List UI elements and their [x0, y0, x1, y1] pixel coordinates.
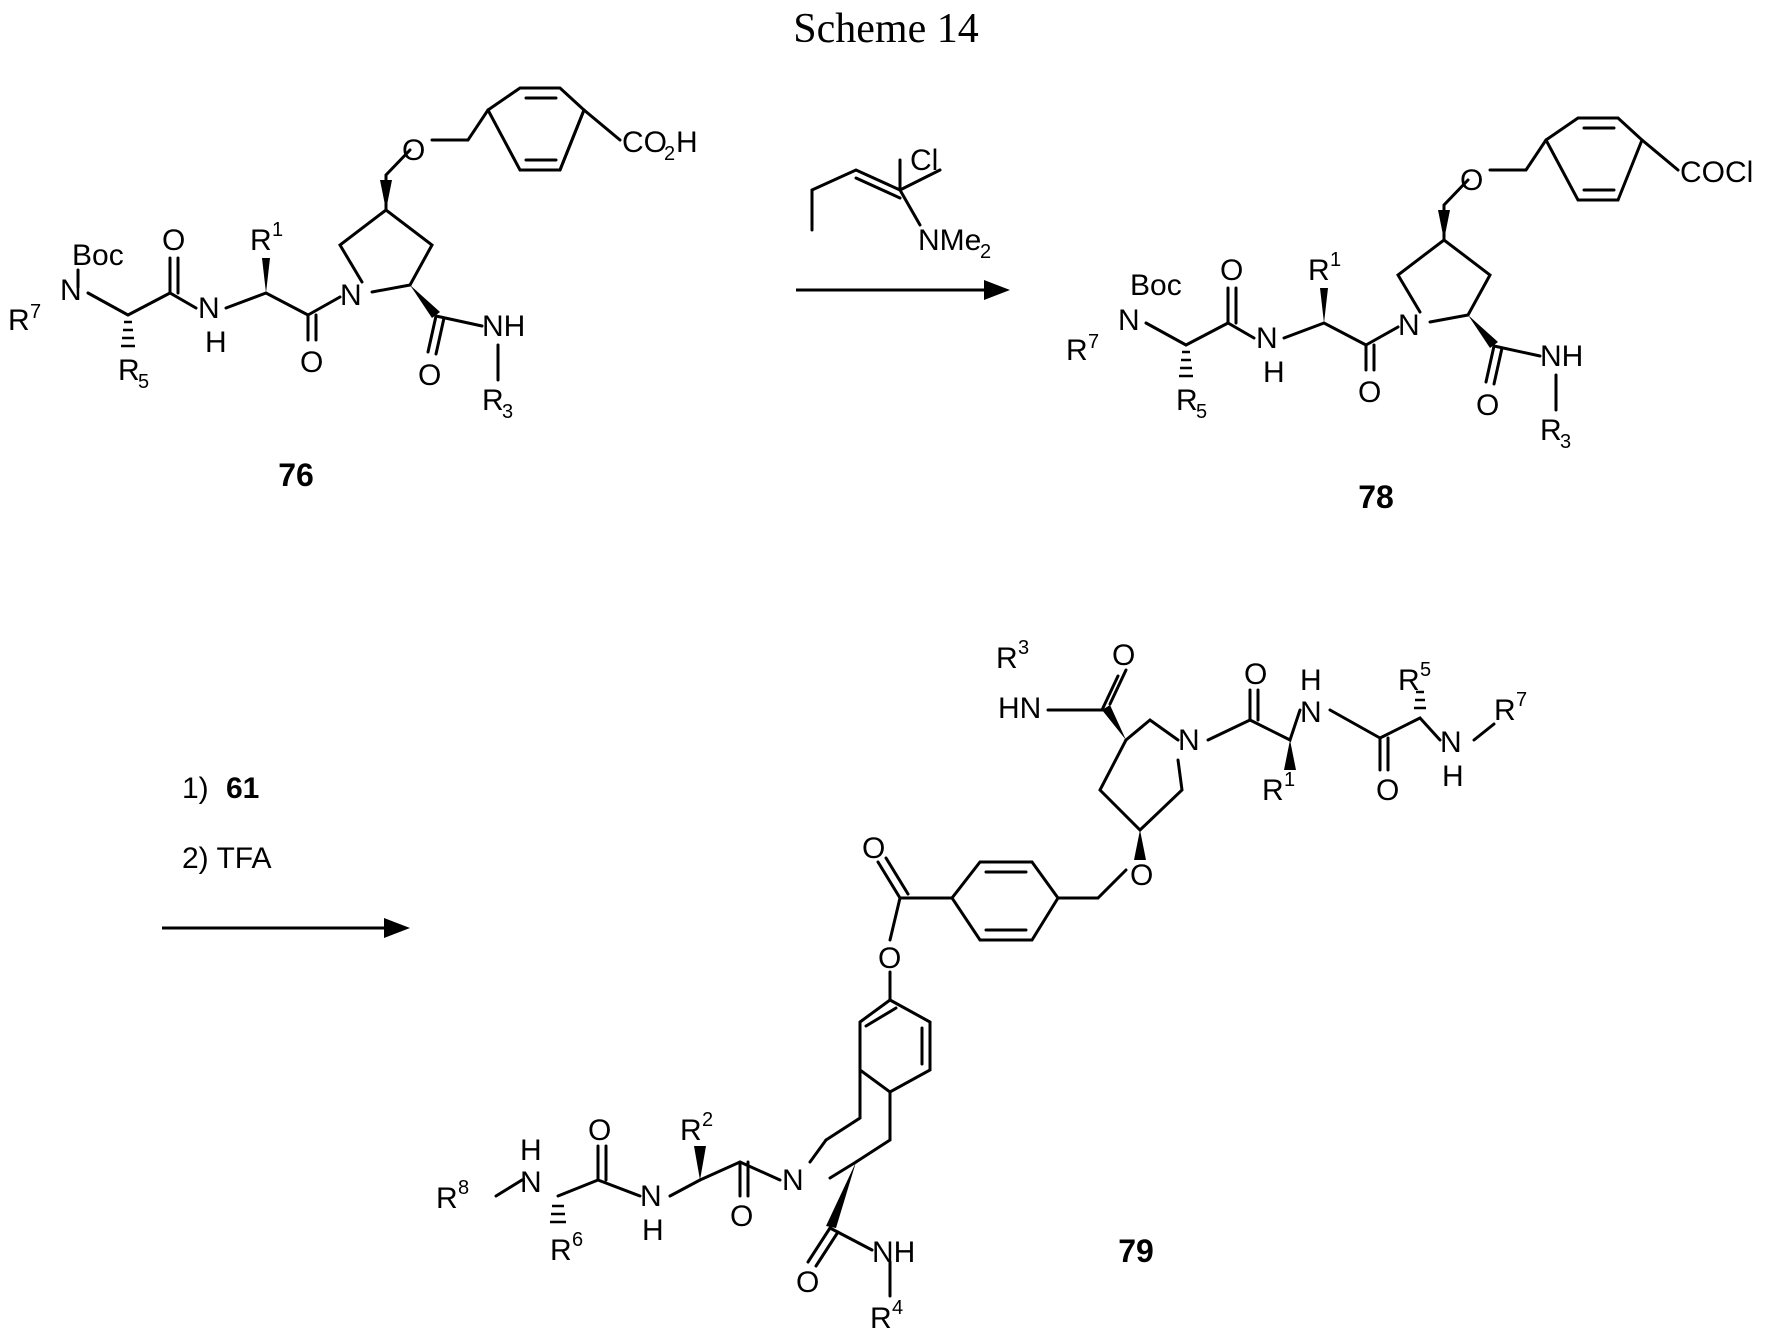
- svg-text:N: N: [1118, 304, 1140, 337]
- svg-text:R: R: [1176, 384, 1198, 417]
- svg-text:O: O: [1460, 164, 1483, 197]
- condition-step2: 2) TFA: [182, 842, 271, 875]
- svg-text:6: 6: [572, 1229, 583, 1251]
- r7-label: R: [8, 304, 30, 337]
- svg-text:O: O: [1220, 254, 1243, 287]
- svg-text:N: N: [1398, 309, 1420, 342]
- svg-text:O: O: [588, 1114, 611, 1147]
- svg-text:O: O: [418, 359, 441, 392]
- svg-text:O: O: [862, 832, 885, 865]
- compound-79: R 3 HN O N O H N R 1 O R 5 N H R 7 O O O…: [436, 637, 1527, 1335]
- svg-text:N: N: [782, 1164, 804, 1197]
- n-atom: N: [60, 274, 82, 307]
- svg-text:5: 5: [1196, 401, 1207, 423]
- reagent-nme2: NMe: [918, 224, 981, 257]
- svg-text:O: O: [730, 1200, 753, 1233]
- compound-label-78: 78: [1358, 479, 1394, 515]
- svg-text:R: R: [1308, 254, 1330, 287]
- r5-label-79: R: [1398, 664, 1420, 697]
- compound-label-76: 76: [278, 457, 314, 493]
- svg-text:H: H: [642, 1214, 664, 1247]
- svg-text:NH: NH: [482, 310, 525, 343]
- svg-text:O: O: [878, 942, 901, 975]
- compound-78: Boc N R 7 R 5 O N H R 1 O N O O NH R 3 C…: [1066, 118, 1753, 515]
- r1-label-79: R: [1262, 774, 1284, 807]
- reaction-arrow-1: Cl NMe 2: [796, 144, 1010, 300]
- r3-label-79: R: [996, 642, 1018, 675]
- svg-text:Boc: Boc: [1130, 269, 1182, 302]
- boc-label: Boc: [72, 239, 124, 272]
- svg-text:O: O: [1130, 859, 1153, 892]
- svg-text:1: 1: [272, 219, 283, 241]
- r2-label-79: R: [680, 1114, 702, 1147]
- svg-text:N: N: [520, 1166, 542, 1199]
- condition-step1-num: 1): [182, 772, 209, 805]
- svg-text:H: H: [205, 326, 227, 359]
- svg-text:2: 2: [702, 1109, 713, 1131]
- r8-label-79: R: [436, 1182, 458, 1215]
- svg-text:O: O: [1358, 376, 1381, 409]
- svg-text:NH: NH: [872, 1236, 915, 1269]
- svg-text:HN: HN: [998, 692, 1041, 725]
- svg-text:7: 7: [30, 301, 41, 323]
- r4-label-79: R: [870, 1302, 892, 1335]
- svg-text:O: O: [796, 1266, 819, 1299]
- scheme-title: Scheme 14: [793, 6, 978, 52]
- r6-label-79: R: [550, 1234, 572, 1267]
- svg-text:H: H: [1300, 664, 1322, 697]
- svg-text:N: N: [340, 279, 362, 312]
- svg-text:N: N: [1440, 726, 1462, 759]
- svg-text:5: 5: [138, 371, 149, 393]
- svg-text:3: 3: [1018, 637, 1029, 659]
- reagent-cl: Cl: [910, 144, 938, 177]
- svg-text:1: 1: [1284, 769, 1295, 791]
- svg-text:N: N: [1178, 724, 1200, 757]
- svg-text:1: 1: [1330, 249, 1341, 271]
- svg-text:2: 2: [980, 241, 991, 263]
- svg-text:H: H: [520, 1134, 542, 1167]
- svg-text:8: 8: [458, 1177, 469, 1199]
- condition-step1-ref: 61: [226, 772, 259, 805]
- svg-text:7: 7: [1516, 689, 1527, 711]
- svg-text:O: O: [1376, 774, 1399, 807]
- r3-label: R: [482, 384, 504, 417]
- r1-label: R: [250, 224, 272, 257]
- svg-text:H: H: [676, 126, 698, 159]
- svg-text:N: N: [198, 292, 220, 325]
- svg-text:H: H: [1442, 760, 1464, 793]
- svg-text:R: R: [1540, 414, 1562, 447]
- compound-label-79: 79: [1118, 1233, 1154, 1269]
- r5-label: R: [118, 354, 140, 387]
- svg-text:5: 5: [1420, 659, 1431, 681]
- svg-text:O: O: [300, 346, 323, 379]
- acid-group: CO: [622, 126, 667, 159]
- svg-text:3: 3: [1560, 431, 1571, 453]
- svg-text:N: N: [1256, 322, 1278, 355]
- svg-text:N: N: [640, 1180, 662, 1213]
- svg-text:NH: NH: [1540, 340, 1583, 373]
- svg-text:O: O: [402, 134, 425, 167]
- svg-text:2: 2: [664, 143, 675, 165]
- svg-text:N: N: [1300, 696, 1322, 729]
- acyl-chloride-group: COCl: [1680, 156, 1753, 189]
- svg-text:O: O: [1112, 639, 1135, 672]
- svg-text:3: 3: [502, 401, 513, 423]
- svg-text:7: 7: [1088, 331, 1099, 353]
- o-atom: O: [162, 224, 185, 257]
- svg-text:H: H: [1263, 356, 1285, 389]
- svg-text:O: O: [1476, 389, 1499, 422]
- svg-text:4: 4: [892, 1297, 903, 1319]
- compound-76: Boc N R 7 R 5 O N H R 1 O N O O NH R 3 C…: [8, 88, 698, 493]
- reaction-arrow-2: 1) 61 2) TFA: [162, 772, 410, 938]
- svg-text:R: R: [1066, 334, 1088, 367]
- r7-label-79: R: [1494, 694, 1516, 727]
- svg-text:O: O: [1244, 658, 1267, 691]
